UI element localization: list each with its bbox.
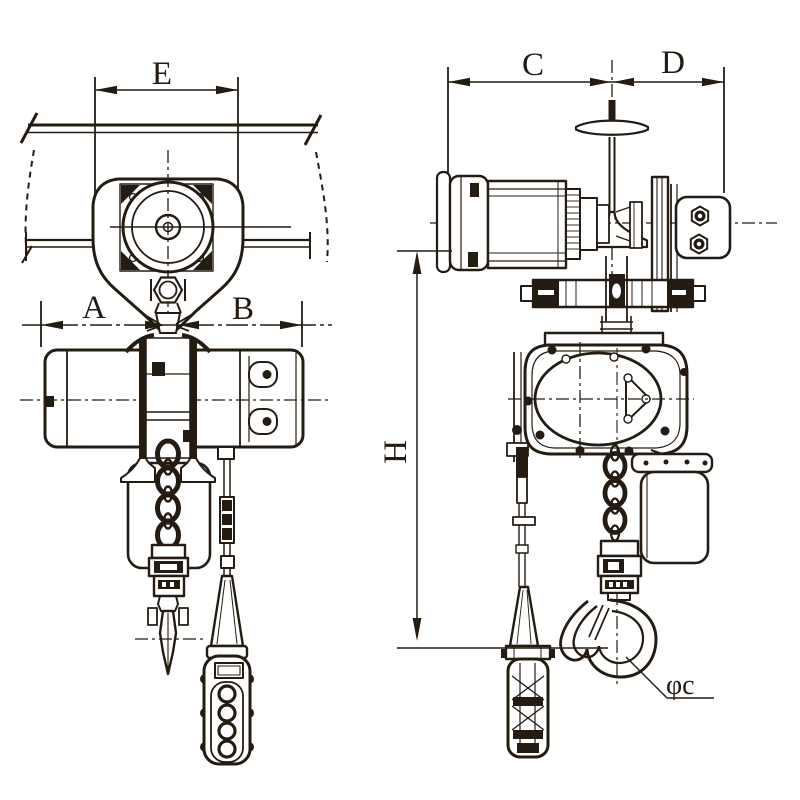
arrow-up-icon (412, 251, 422, 274)
dim-label-h: H (378, 440, 414, 464)
arrow-down-icon (412, 618, 422, 641)
safety-latch (588, 604, 604, 638)
strain-relief (508, 585, 540, 648)
beam-break-right (303, 114, 323, 146)
hoist-body-front (20, 333, 332, 459)
hoist-body-side (506, 331, 694, 467)
pendant-button (217, 739, 237, 759)
dim-label-c: C (522, 47, 544, 83)
pendant-label-window (214, 662, 244, 679)
chain-container-side (630, 452, 714, 565)
trolley-front (91, 150, 291, 335)
side-view: C D (378, 45, 777, 759)
strain-relief (209, 574, 245, 648)
gear-spline (565, 188, 581, 260)
hook-side: φc (559, 539, 714, 701)
dimension-ab: A B (22, 290, 332, 347)
trolley-side-plate-near (435, 170, 452, 274)
arrow-center-left-icon (613, 77, 634, 87)
leader-line (625, 656, 668, 699)
chain-funnel-front (120, 457, 216, 483)
chain-bucket (639, 470, 710, 565)
dim-label-a: A (82, 290, 106, 326)
pendant-cable-front (209, 446, 245, 648)
dimension-h: H (378, 250, 608, 649)
load-chain-front (155, 438, 181, 551)
pendant-button (217, 703, 237, 723)
arrow-right-icon (702, 77, 724, 87)
beam-break-left (19, 112, 39, 144)
arrow-right-icon (216, 85, 238, 95)
dim-label-d: D (661, 45, 685, 81)
load-chain-side (602, 444, 628, 542)
hook-front (135, 543, 203, 676)
beam-flange (574, 119, 650, 136)
arrow-center-left-icon (178, 320, 199, 330)
pendant-side (501, 447, 555, 759)
pendant-button (217, 721, 237, 741)
hook-bowl (585, 598, 658, 679)
hook-point (559, 599, 589, 662)
triangle-mark (625, 374, 651, 423)
dimension-e: E (94, 56, 239, 196)
arrow-left-icon (95, 85, 117, 95)
arrow-left-icon (41, 320, 63, 330)
arrow-left-icon (448, 77, 470, 87)
pendant-station-front (200, 644, 254, 766)
dim-label-phi-c: φc (666, 670, 695, 701)
arrow-center-right-icon (145, 320, 166, 330)
front-view: E (19, 56, 332, 766)
trolley-side-plate-far (650, 175, 670, 313)
dim-label-b: B (232, 291, 254, 327)
beam-front (19, 112, 329, 264)
arrow-right-icon (280, 320, 302, 330)
dimension-cd: C D (447, 45, 725, 193)
trolley-side (430, 170, 777, 333)
arrow-center-right-icon (590, 77, 611, 87)
dim-label-e: E (152, 56, 172, 92)
pendant-button (217, 684, 237, 704)
motor-cylinder (486, 179, 568, 270)
chain-guide-column (145, 337, 191, 459)
suspension-bracket (674, 195, 732, 260)
